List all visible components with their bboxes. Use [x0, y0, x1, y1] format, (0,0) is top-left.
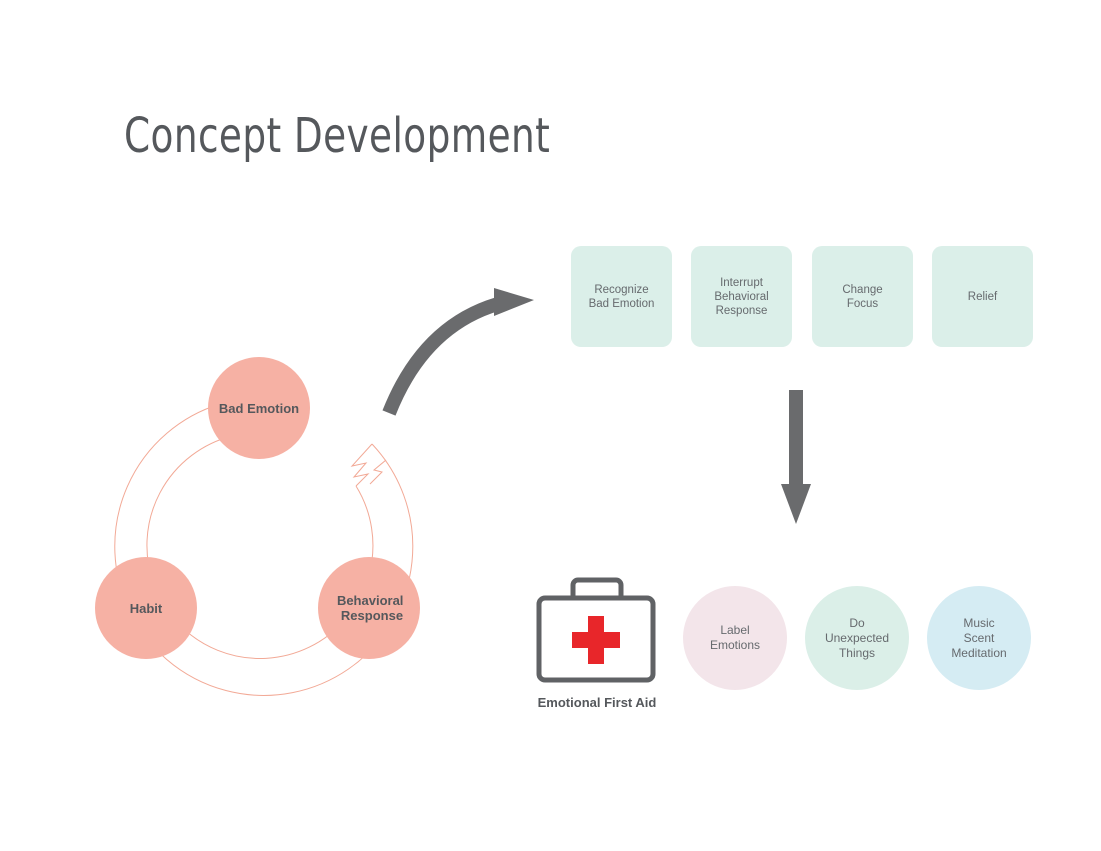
- node-behavioral-response: [318, 557, 420, 659]
- remedy-do-unexpected-things: Do Unexpected Things: [805, 586, 909, 690]
- step-label: Recognize Bad Emotion: [588, 283, 655, 310]
- remedy-label: Music Scent Meditation: [951, 615, 1007, 660]
- step-label: Interrupt Behavioral Response: [714, 276, 769, 317]
- step-change-focus: Change Focus: [812, 246, 913, 347]
- remedy-label: Do Unexpected Things: [824, 615, 890, 660]
- step-recognize-bad-emotion: Recognize Bad Emotion: [571, 246, 672, 347]
- down-arrow-head: [781, 484, 811, 524]
- node-habit: [95, 557, 197, 659]
- step-label: Change Focus: [842, 283, 883, 310]
- first-aid-label: Emotional First Aid: [537, 695, 657, 710]
- node-behavioral-response-label: Behavioral Response: [337, 593, 407, 623]
- cycle-outer-ring: [114, 403, 414, 696]
- remedy-label-emotions: Label Emotions: [683, 586, 787, 690]
- node-bad-emotion: [208, 357, 310, 459]
- node-habit-label: Habit: [130, 601, 163, 616]
- step-label: Relief: [967, 290, 998, 303]
- curved-arrow-head: [494, 288, 534, 316]
- step-relief: Relief: [932, 246, 1033, 347]
- remedy-label: Label Emotions: [709, 623, 761, 652]
- cycle-break-zigzag: [350, 443, 373, 487]
- remedy-music-scent-meditation: Music Scent Meditation: [927, 586, 1031, 690]
- page-title: Concept Development: [124, 108, 551, 164]
- curved-arrow-shaft: [382, 295, 507, 416]
- node-bad-emotion-label: Bad Emotion: [219, 401, 299, 416]
- down-arrow-shaft: [789, 390, 803, 486]
- first-aid-kit-icon: [536, 577, 656, 683]
- step-interrupt-behavioral-response: Interrupt Behavioral Response: [691, 246, 792, 347]
